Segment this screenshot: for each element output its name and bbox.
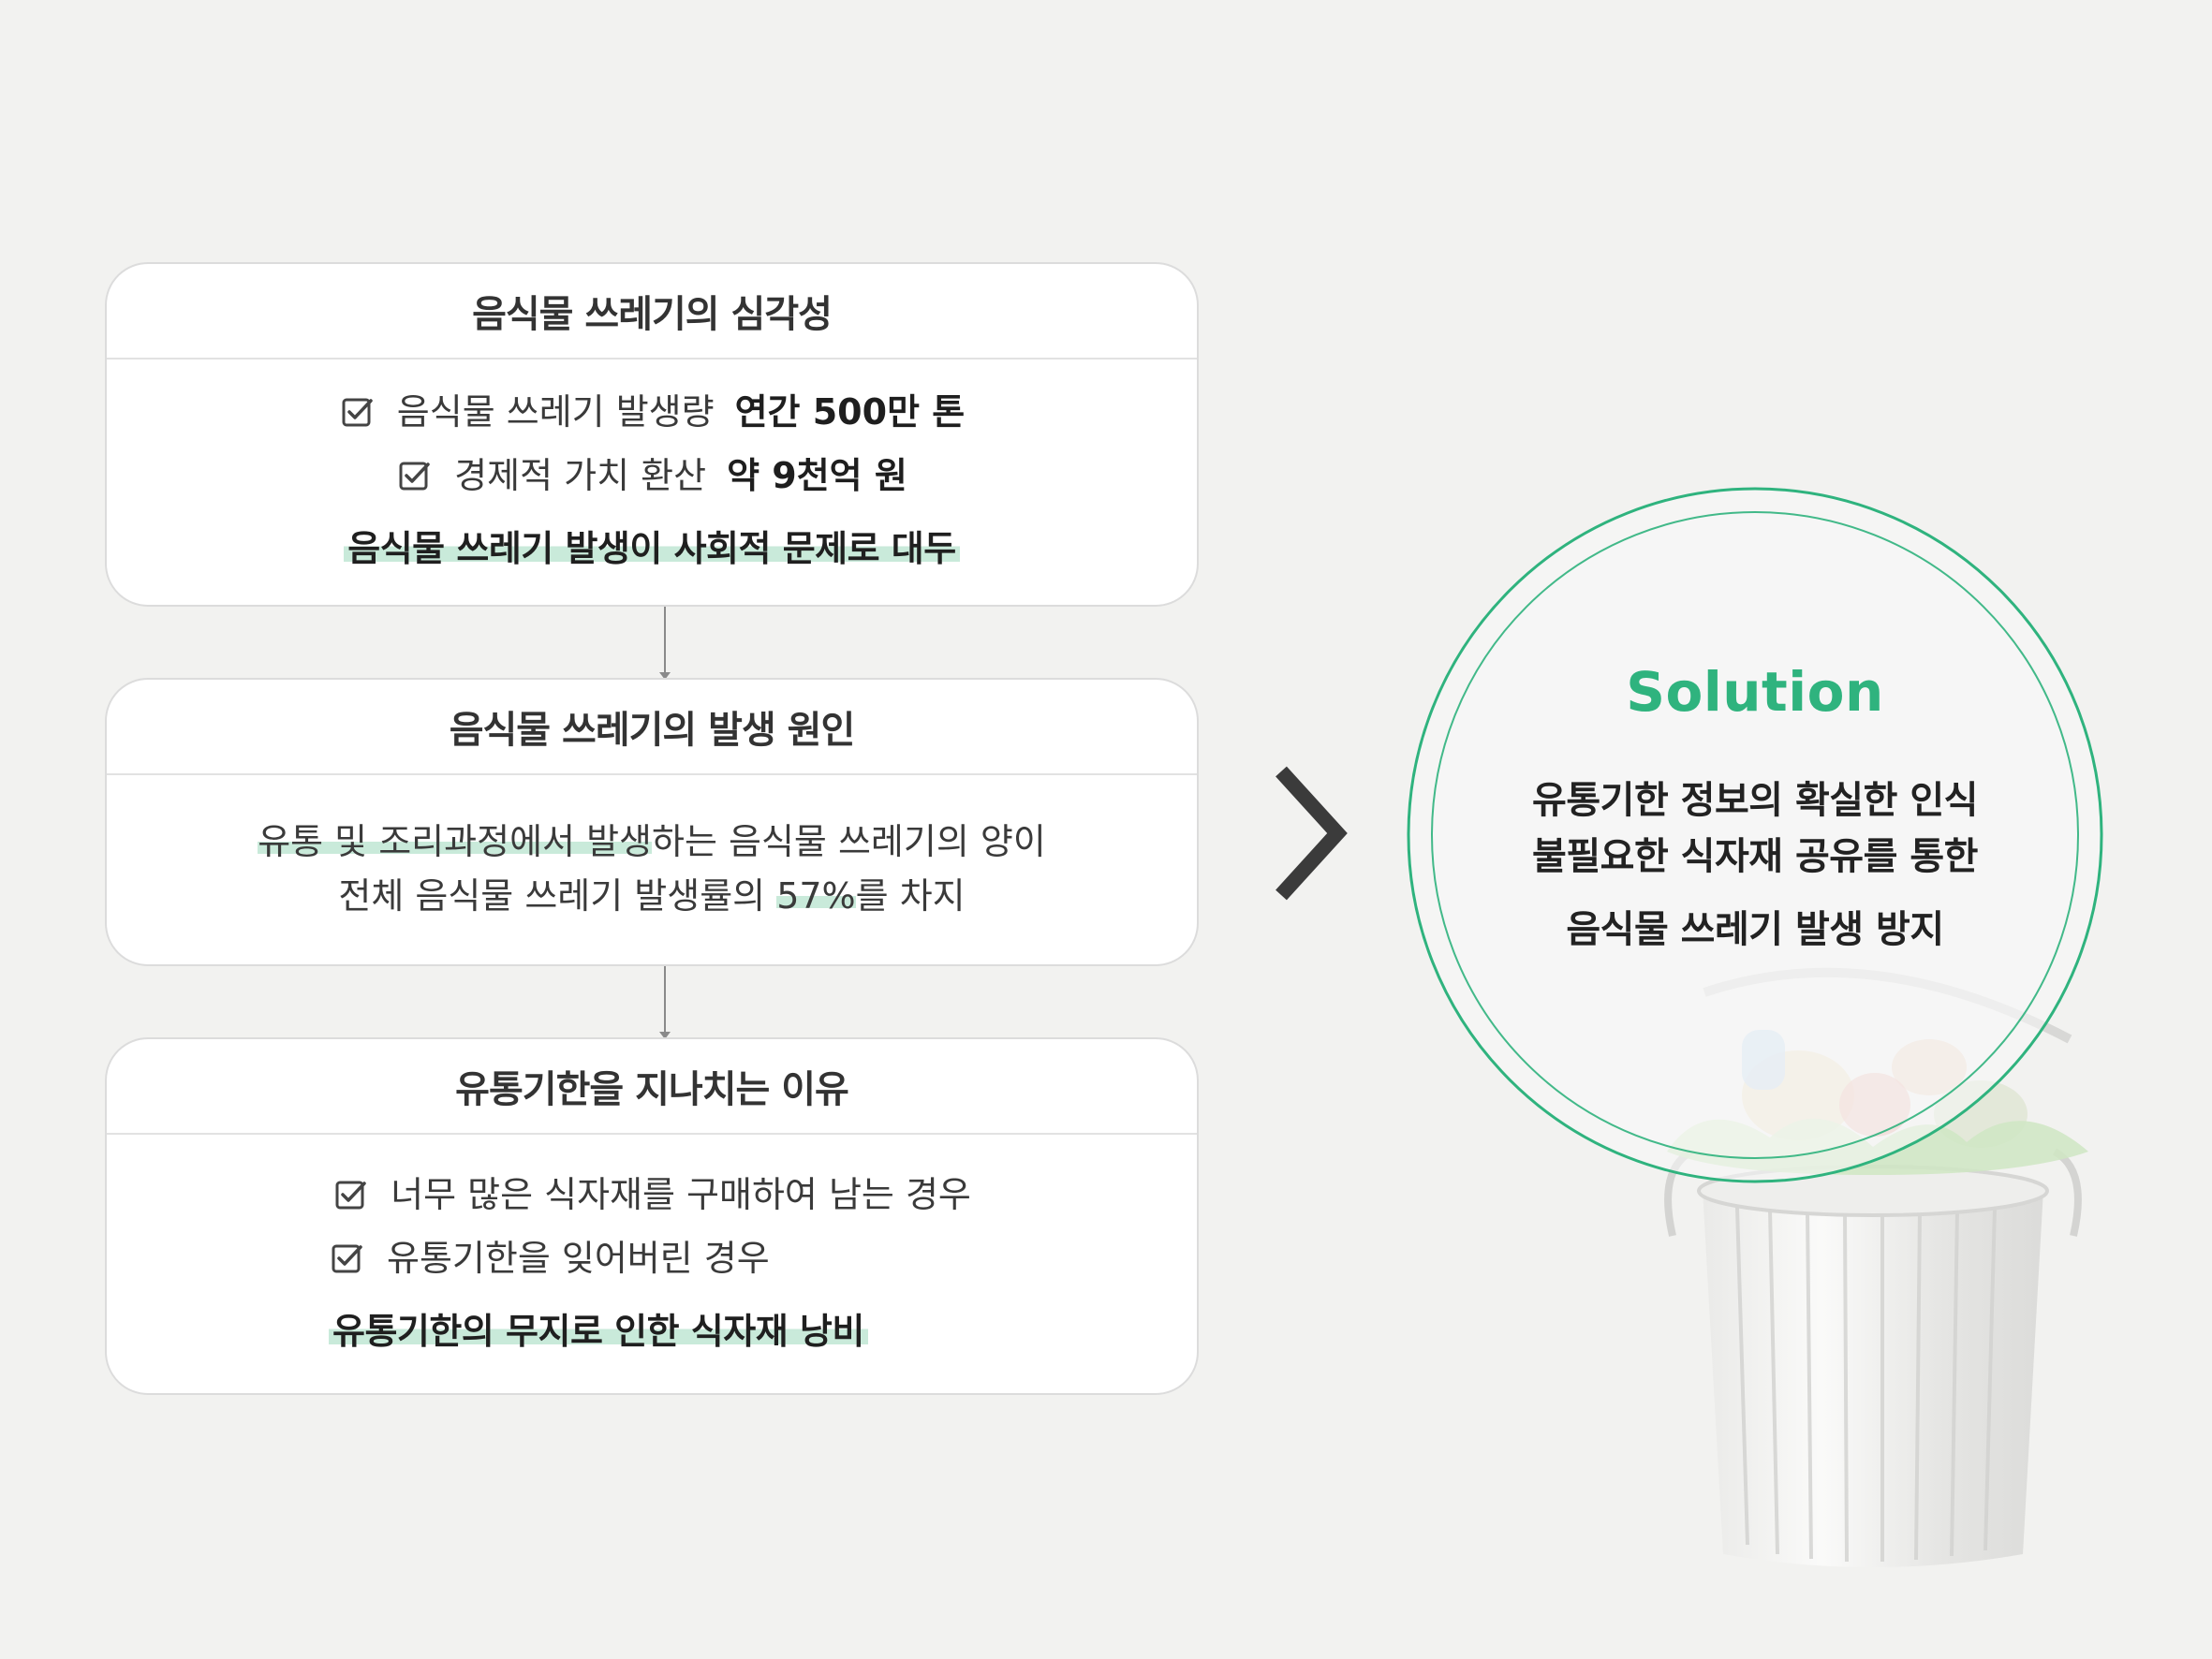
card-title: 음식물 쓰레기의 발생 원인 xyxy=(107,680,1197,775)
card-reasons: 유통기한을 지나치는 이유 너무 많은 식자재를 구매하여 남는 경우 유통기한… xyxy=(105,1037,1199,1395)
check-item: 경제적 가치 환산 약 9천억 원 xyxy=(396,444,907,507)
check-item: 유통기한을 잊어버린 경우 xyxy=(329,1226,975,1290)
solution-line-3: 음식물 쓰레기 발생 방지 xyxy=(1566,908,1944,951)
solution-line-2: 불필요한 식자재 공유를 통한 xyxy=(1532,835,1978,878)
cause-highlight: 유통 및 조리과정에서 발생 xyxy=(258,821,652,862)
card-causes: 음식물 쓰레기의 발생 원인 유통 및 조리과정에서 발생하는 음식물 쓰레기의… xyxy=(105,678,1199,966)
check-item-label: 경제적 가치 환산 xyxy=(454,455,707,496)
check-item-label: 유통기한을 잊어버린 경우 xyxy=(387,1238,770,1279)
check-item-label: 너무 많은 식자재를 구매하여 남는 경우 xyxy=(391,1174,971,1215)
check-item-value: 약 9천억 원 xyxy=(727,455,907,496)
card-conclusion: 유통기한의 무지로 인한 식자재 낭비 xyxy=(329,1301,868,1354)
cause-line-2: 전체 음식물 쓰레기 발생률의 57%를 차지 xyxy=(338,869,966,923)
check-item: 음식물 쓰레기 발생량 연간 500만 톤 xyxy=(339,380,965,444)
card-title: 음식물 쓰레기의 심각성 xyxy=(107,264,1197,360)
card-seriousness: 음식물 쓰레기의 심각성 음식물 쓰레기 발생량 연간 500만 톤 경제적 가… xyxy=(105,262,1199,607)
checkbox-check-icon xyxy=(399,462,430,491)
cause-line-1: 유통 및 조리과정에서 발생하는 음식물 쓰레기의 양이 xyxy=(258,815,1046,869)
checkbox-check-icon xyxy=(335,1181,366,1210)
check-item-label: 음식물 쓰레기 발생량 xyxy=(396,391,715,433)
check-item-value: 연간 500만 톤 xyxy=(734,391,966,433)
cause-text: 전체 음식물 쓰레기 발생률의 xyxy=(338,875,777,917)
cause-percent: 57% xyxy=(776,875,856,917)
flow-connector xyxy=(659,966,671,1039)
checkbox-check-icon xyxy=(332,1244,362,1273)
solution-content: Solution 유통기한 정보의 확실한 인식 불필요한 식자재 공유를 통한… xyxy=(1405,660,2105,958)
card-conclusion: 음식물 쓰레기 발생이 사회적 문제로 대두 xyxy=(344,519,960,571)
solution-line-1: 유통기한 정보의 확실한 인식 xyxy=(1532,779,1978,822)
cause-text: 를 차지 xyxy=(855,875,966,917)
checkbox-check-icon xyxy=(342,398,373,427)
solution-circle xyxy=(1407,487,2103,1183)
solution-title: Solution xyxy=(1626,660,1884,724)
cause-text: 하는 음식물 쓰레기의 양이 xyxy=(652,821,1046,862)
flow-connector xyxy=(659,607,671,680)
check-item: 너무 많은 식자재를 구매하여 남는 경우 xyxy=(332,1163,971,1226)
card-title: 유통기한을 지나치는 이유 xyxy=(107,1039,1197,1135)
chevron-right-icon xyxy=(1276,766,1348,901)
